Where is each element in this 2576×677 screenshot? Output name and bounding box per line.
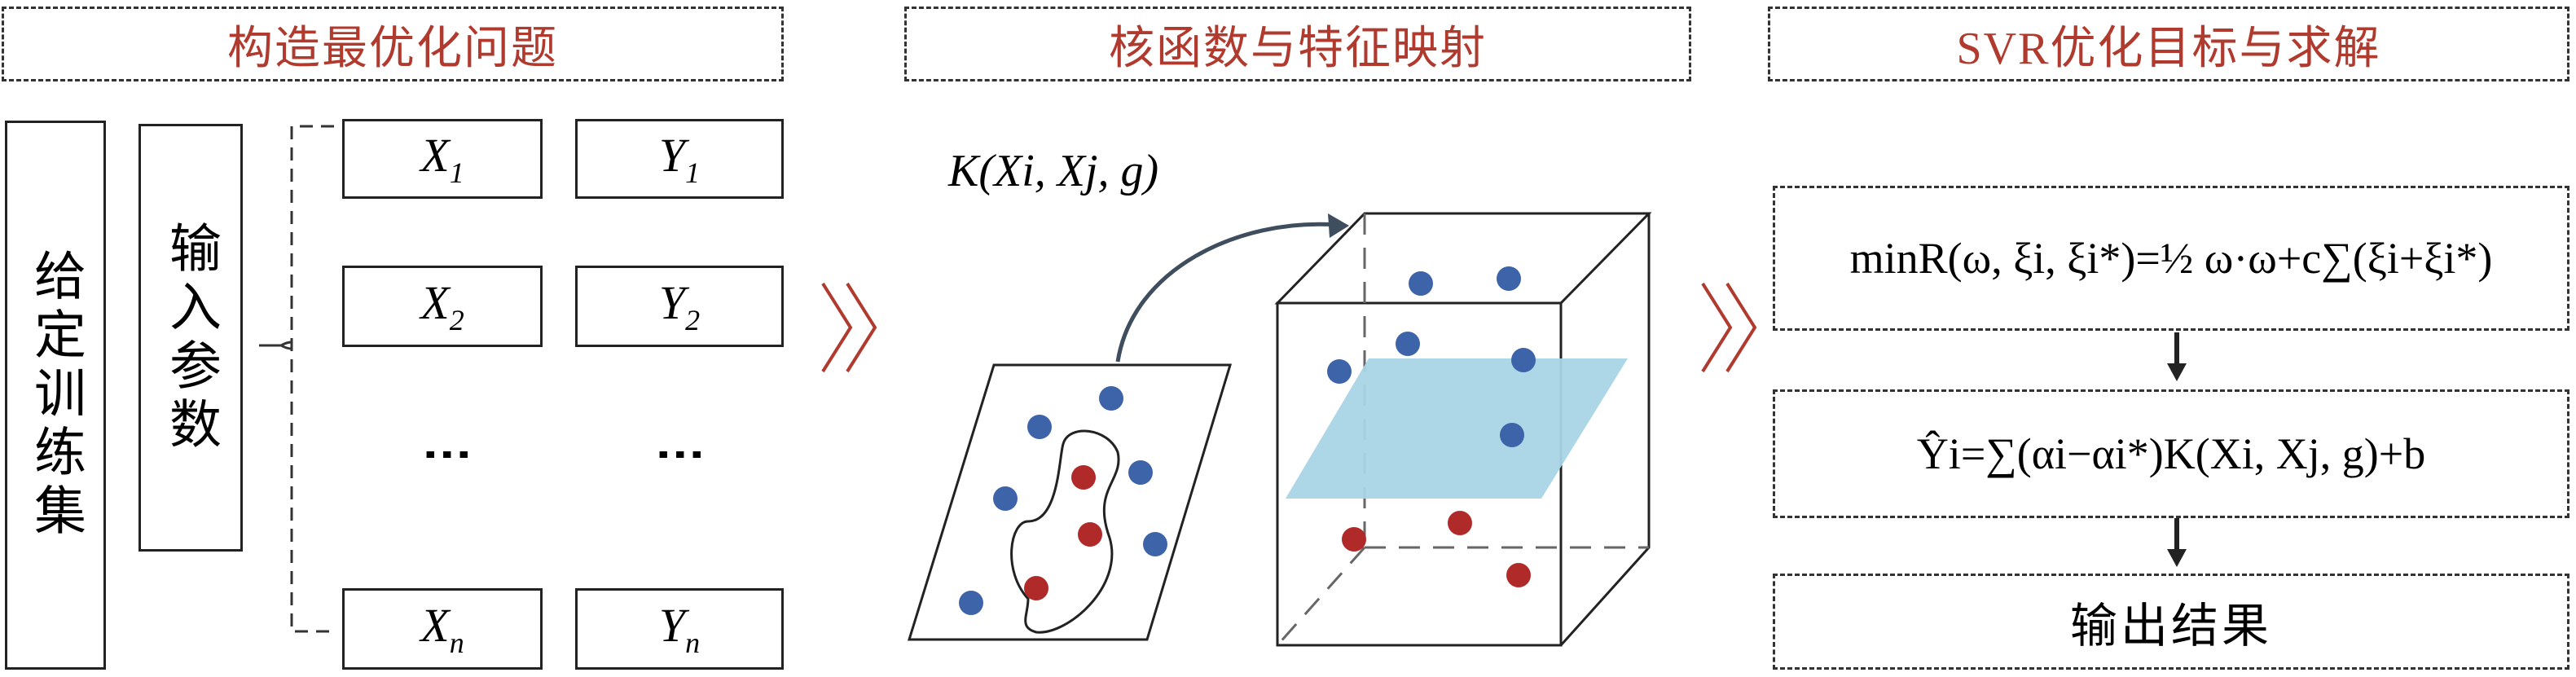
input-bracket [259,125,334,633]
chevron-icon [821,282,877,373]
x-ellipsis-glyph: ⋮ [421,430,475,474]
feature-points [1327,266,1536,587]
feature-space-cube [1274,212,1652,647]
yn-sub: n [685,626,701,659]
blue-point [1497,266,1521,291]
input-params-box: 输入参数 [138,124,243,552]
header-svr-text: SVR优化目标与求解 [1956,23,2381,74]
red-point [1342,527,1366,552]
y2-box: Y2 [575,266,784,347]
x1-var: X [420,129,450,182]
y1-sub: 1 [685,156,701,189]
blue-point [1128,460,1153,485]
y2-sub: 2 [685,304,701,336]
blue-point [1396,332,1420,356]
y-ellipsis-glyph: ⋮ [654,430,708,474]
formula2-box: Ŷi=∑(αi−αi*)K(Xi, Xj, g)+b [1773,389,2569,518]
down-arrow-icon [2167,332,2187,381]
x2-sub: 2 [449,304,464,336]
formula1-text: minR(ω, ξi, ξi*)=½ ω·ω+c∑(ξi+ξi*) [1849,234,2493,283]
x2-box: X2 [342,266,543,347]
header-kernel-text: 核函数与特征映射 [1109,23,1487,74]
red-point [1506,563,1531,587]
kernel-label: K(Xi, Xj, g) [948,146,1159,196]
hyperplane [1286,358,1628,499]
x1-sub: 1 [449,156,464,189]
red-point [1078,522,1102,547]
red-point [1448,511,1472,535]
blue-point [1511,348,1536,372]
header-problem: 构造最优化问题 [2,7,784,81]
yn-var: Y [658,599,686,652]
x1-box: X1 [342,119,543,199]
mapping-arrow [1115,213,1349,363]
down-arrow-icon-2 [2167,518,2187,567]
training-set-label: 给定训练集 [27,248,85,542]
header-svr: SVR优化目标与求解 [1768,7,2569,81]
training-set-box: 给定训练集 [5,121,106,670]
x2-var: X [420,276,450,329]
input-space [907,363,1233,641]
blue-point [1027,415,1052,439]
output-text: 输出结果 [2069,600,2272,653]
output-box: 输出结果 [1773,574,2569,670]
y1-box: Y1 [575,119,784,199]
xn-box: Xn [342,588,543,670]
header-problem-text: 构造最优化问题 [227,23,558,74]
blue-point [1500,423,1524,447]
red-point [1024,576,1048,600]
xn-sub: n [449,626,464,659]
blue-point [1099,386,1123,411]
blue-point [959,591,983,615]
xn-var: X [420,599,450,652]
yn-box: Yn [575,588,784,670]
formula1-box: minR(ω, ξi, ξi*)=½ ω·ω+c∑(ξi+ξi*) [1773,186,2569,331]
input-params-label: 输入参数 [162,220,220,455]
chevron-icon-2 [1701,282,1757,373]
header-kernel: 核函数与特征映射 [904,7,1691,81]
blue-point [1327,359,1352,384]
formula2-text: Ŷi=∑(αi−αi*)K(Xi, Xj, g)+b [1916,429,2426,478]
blue-point [993,486,1018,511]
y1-var: Y [658,129,686,182]
x-ellipsis: ⋮ [421,430,475,503]
blue-point [1409,271,1433,296]
y2-var: Y [658,276,686,329]
y-ellipsis: ⋮ [654,430,708,503]
blue-point [1143,532,1167,556]
red-point [1071,465,1096,490]
decision-curve [1010,429,1120,634]
